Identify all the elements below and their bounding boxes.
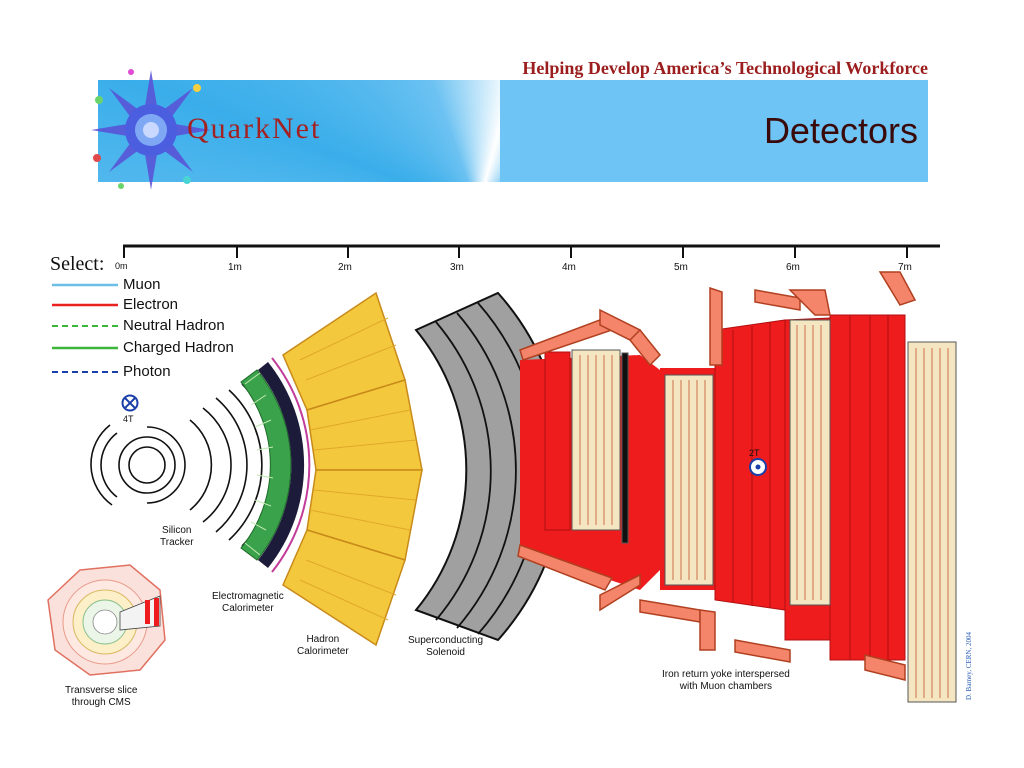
tick-6m: 6m	[786, 262, 800, 273]
tick-5m: 5m	[674, 262, 688, 273]
tick-0m: 0m	[115, 261, 128, 271]
logo-text: QuarkNet	[187, 112, 322, 145]
image-credit: D. Barney, CERN, 2004	[965, 632, 973, 700]
field-4t-label: 4T	[123, 414, 134, 424]
select-label: Select:	[50, 253, 105, 275]
legend-item-electron[interactable]: Electron	[123, 296, 179, 313]
scale-ruler	[123, 244, 940, 258]
ecal-label: Electromagnetic Calorimeter	[212, 591, 284, 614]
field-2t-icon	[749, 458, 767, 476]
legend-item-charged-hadron[interactable]: Charged Hadron	[123, 339, 234, 356]
solenoid-label: Superconducting Solenoid	[408, 635, 484, 658]
field-2t-label: 2T	[749, 448, 760, 458]
ecal-band	[240, 357, 311, 573]
tick-1m: 1m	[228, 262, 242, 273]
hcal-label: Hadron Calorimeter	[297, 634, 349, 657]
legend-swatches	[52, 283, 118, 373]
quarknet-logo-icon	[91, 69, 211, 190]
field-4t-icon	[121, 394, 139, 412]
transverse-slice-label: Transverse slice through CMS	[65, 685, 138, 708]
tick-3m: 3m	[450, 262, 464, 273]
tick-7m: 7m	[898, 262, 912, 273]
slide-title: Detectors	[763, 110, 918, 151]
muon-chamber-lines	[579, 325, 949, 698]
title-banner-right	[500, 80, 928, 182]
legend-item-photon[interactable]: Photon	[123, 363, 171, 380]
legend-item-muon[interactable]: Muon	[123, 276, 161, 293]
tick-4m: 4m	[562, 262, 576, 273]
silicon-tracker-label: Silicon Tracker	[160, 525, 194, 548]
iron-yoke-label: Iron return yoke interspersed with Muon …	[662, 669, 790, 692]
hcal-arc	[282, 291, 423, 647]
legend-item-neutral-hadron[interactable]: Neutral Hadron	[123, 317, 225, 334]
transverse-slice-inset	[47, 564, 166, 676]
tick-2m: 2m	[338, 262, 352, 273]
tagline: Helping Develop America’s Technological …	[522, 58, 928, 78]
